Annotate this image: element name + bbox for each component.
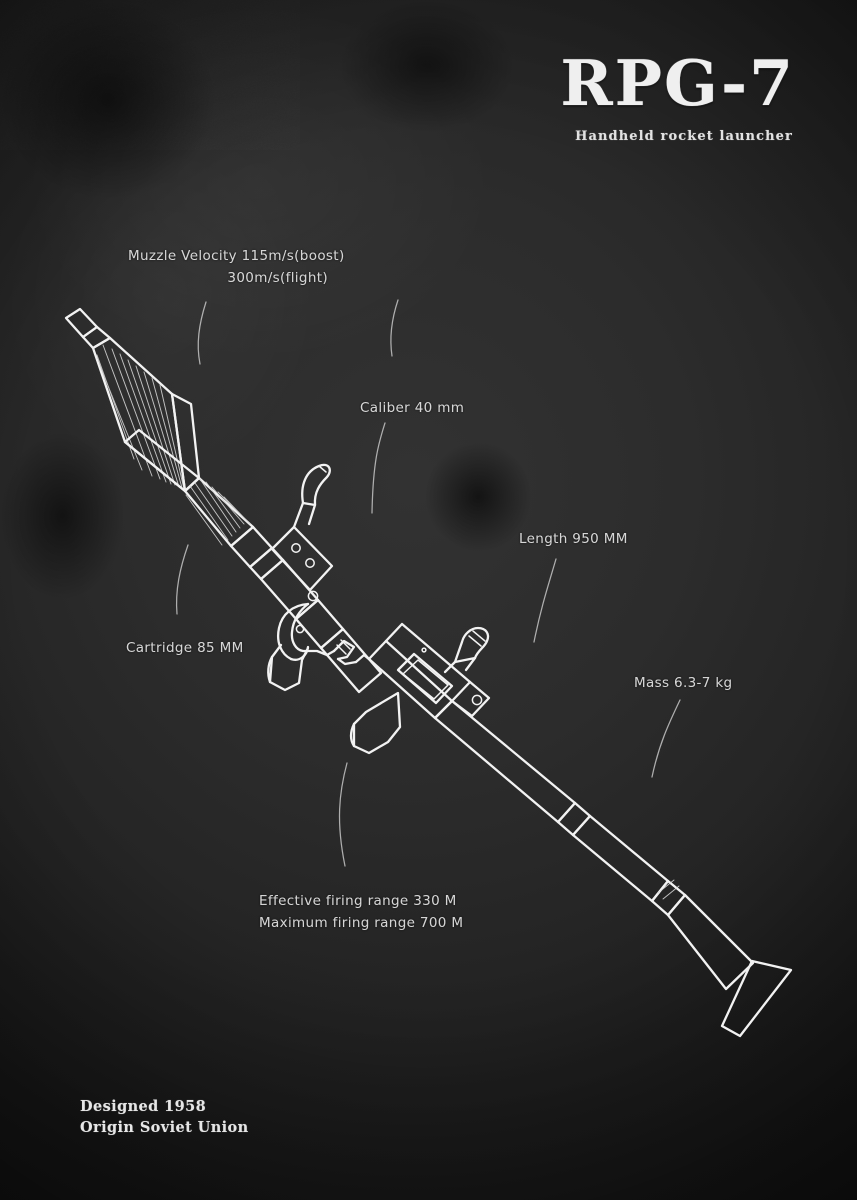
receiver-block xyxy=(369,624,489,718)
page-subtitle: Handheld rocket launcher xyxy=(575,129,793,144)
callout-line: Maximum firing range 700 M xyxy=(259,914,464,931)
launcher-mid-tube xyxy=(321,629,404,718)
rear-tube-segment-2 xyxy=(573,816,685,915)
front-sight-block xyxy=(272,465,332,590)
callout-line: Cartridge 85 MM xyxy=(126,640,244,656)
pistol-grip-assembly xyxy=(268,591,370,690)
title-block: RPG-7 Handheld rocket launcher xyxy=(560,52,795,145)
callout-line: Muzzle Velocity 115m/s(boost) xyxy=(128,248,345,264)
callout-line: Mass 6.3-7 kg xyxy=(634,675,733,691)
footer-block: Designed 1958 Origin Soviet Union xyxy=(80,1096,249,1138)
warhead-mid-band xyxy=(125,394,199,491)
callout-line: 300m/s(flight) xyxy=(227,269,328,286)
callout-cartridge: Cartridge 85 MM xyxy=(126,638,244,660)
callout-length: Length 950 MM xyxy=(519,529,628,551)
callout-firing-range: Effective firing range 330 M Maximum fir… xyxy=(259,891,463,935)
venturi-flare xyxy=(668,895,753,989)
forward-hand-grip xyxy=(351,693,400,753)
rear-tube-segment-1 xyxy=(435,701,590,835)
page-title: RPG-7 xyxy=(560,52,795,115)
callout-mass: Mass 6.3-7 kg xyxy=(634,673,732,695)
callout-line: Length 950 MM xyxy=(519,531,628,547)
callout-line: Effective firing range 330 M xyxy=(259,893,457,909)
callout-caliber: Caliber 40 mm xyxy=(360,398,464,420)
footer-origin: Origin Soviet Union xyxy=(80,1118,249,1136)
callout-line: Caliber 40 mm xyxy=(360,400,465,416)
rear-sight-leaf xyxy=(445,628,488,672)
warhead-forward-cone xyxy=(93,338,185,491)
callout-muzzle-velocity: Muzzle Velocity 115m/s(boost) 300m/s(fli… xyxy=(128,246,345,290)
leader-lines xyxy=(175,299,681,867)
footer-designed: Designed 1958 xyxy=(80,1097,207,1115)
page-title-text: RPG-7 xyxy=(560,46,795,120)
rear-end-cap xyxy=(722,961,791,1038)
rpg7-outline xyxy=(66,309,791,1038)
